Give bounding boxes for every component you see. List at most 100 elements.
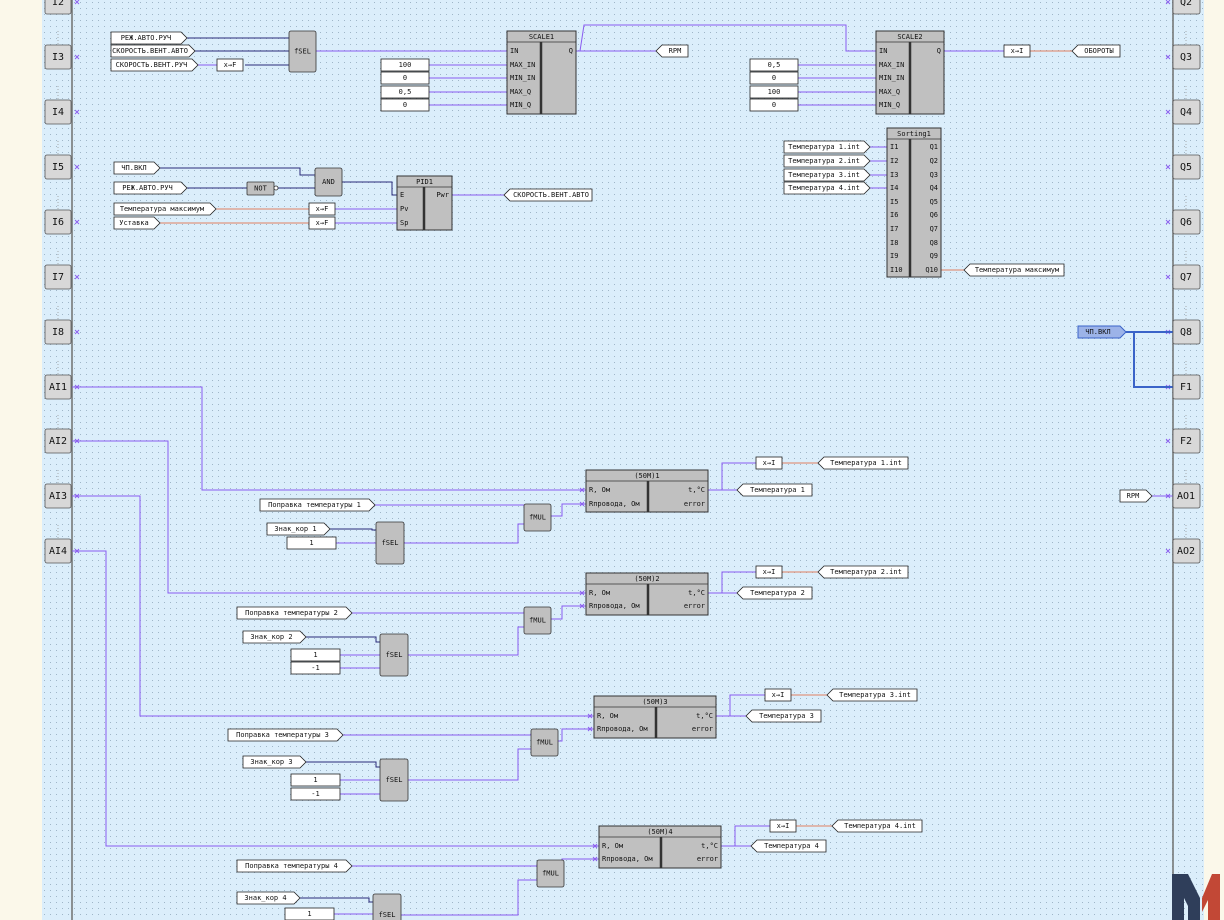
input-port-i7[interactable]: I7 <box>44 251 72 290</box>
flag-temp-int-3[interactable]: Температура 3.int <box>826 688 918 702</box>
flag-skor-vent-ruch[interactable]: СКОРОСТЬ.ВЕНТ.РУЧ <box>110 58 199 72</box>
not-block[interactable]: NOT <box>246 181 275 196</box>
flag-rpm-ao1[interactable]: RPM <box>1119 489 1153 503</box>
scale1-const-0[interactable]: 100 <box>380 58 430 72</box>
fmul-block-2[interactable]: fMUL <box>523 606 552 635</box>
output-port-q7[interactable]: Q7 <box>1172 251 1201 290</box>
flag-rpm[interactable]: RPM <box>655 44 689 58</box>
flag-popravka-1[interactable]: Поправка температуры 1 <box>259 498 376 512</box>
input-port-ai4[interactable]: AI4 <box>44 525 72 564</box>
and-block[interactable]: AND <box>314 167 343 197</box>
wire-fsel-to-fmul-3[interactable] <box>408 748 531 781</box>
fsel-const-3-0[interactable]: 1 <box>290 773 341 787</box>
scale2-const-3[interactable]: 0 <box>749 98 799 112</box>
fsel-const-3-1[interactable]: -1 <box>290 787 341 801</box>
wire-fmul-to-sensor-2[interactable] <box>551 605 586 620</box>
wire-fsel-to-fmul-2[interactable] <box>408 626 524 656</box>
flag-znak-3[interactable]: Знак_кор 3 <box>242 755 307 769</box>
wire-znak-to-fsel-2[interactable] <box>306 636 380 643</box>
output-port-q2[interactable]: Q2 <box>1172 0 1201 15</box>
flag-rezh-avto-ruch-2[interactable]: РЕЖ.АВТО.РУЧ <box>113 181 188 195</box>
fmul-block-4[interactable]: fMUL <box>536 859 565 888</box>
flag-temp-int-4[interactable]: Температура 4.int <box>831 819 923 833</box>
wire-ai-to-sensor-1[interactable] <box>72 386 586 491</box>
conv-xf-tmax[interactable]: x→F <box>308 202 336 216</box>
flag-popravka-2[interactable]: Поправка температуры 2 <box>236 606 353 620</box>
input-port-i8[interactable]: I8 <box>44 306 72 345</box>
flag-oboroty[interactable]: ОБОРОТЫ <box>1071 44 1121 58</box>
input-port-i6[interactable]: I6 <box>44 196 72 235</box>
scale2-const-1[interactable]: 0 <box>749 71 799 85</box>
input-port-i5[interactable]: I5 <box>44 141 72 180</box>
wire-chp-to-f1[interactable] <box>1133 332 1173 388</box>
flag-temp-4[interactable]: Температура 4 <box>750 839 827 853</box>
fsel-block-3[interactable]: fSEL <box>379 758 409 802</box>
flag-sort-in-3[interactable]: Температура 3.int <box>783 168 871 182</box>
wire-scale1-to-scale2[interactable] <box>579 24 876 52</box>
sorting1-block[interactable]: Sorting1I1I2I3I4I5I6I7I8I9I10Q1Q2Q3Q4Q5Q… <box>886 127 942 278</box>
conv-xf-ustavka[interactable]: x→F <box>308 216 336 230</box>
flag-temp-2[interactable]: Температура 2 <box>736 586 813 600</box>
flag-temp-max[interactable]: Температура максимум <box>113 202 217 216</box>
flag-temp-int-1[interactable]: Температура 1.int <box>817 456 909 470</box>
fmul-block-3[interactable]: fMUL <box>530 728 559 757</box>
output-port-q4[interactable]: Q4 <box>1172 86 1201 125</box>
flag-temp-int-2[interactable]: Температура 2.int <box>817 565 909 579</box>
flag-znak-4[interactable]: Знак_кор 4 <box>236 891 301 905</box>
wire-fsel-to-fmul-1[interactable] <box>404 523 524 544</box>
input-port-i3[interactable]: I3 <box>44 31 72 70</box>
wire-znak-to-fsel-4[interactable] <box>300 897 373 903</box>
wire-ai-to-sensor-2[interactable] <box>72 440 586 594</box>
fsel-const-4-0[interactable]: 1 <box>284 907 335 920</box>
wire-fsel-to-fmul-4[interactable] <box>401 879 537 916</box>
output-port-q3[interactable]: Q3 <box>1172 31 1201 70</box>
flag-sort-in-2[interactable]: Температура 2.int <box>783 154 871 168</box>
fsel-block-4[interactable]: fSEL <box>372 893 402 920</box>
fsel-const-1-0[interactable]: 1 <box>286 536 337 550</box>
wire-fmul-to-sensor-3[interactable] <box>558 728 594 742</box>
flag-chp-vkl[interactable]: ЧП.ВКЛ <box>113 161 161 175</box>
flag-ustavka[interactable]: Уставка <box>113 216 161 230</box>
wire-ai-to-sensor-4[interactable] <box>72 550 599 847</box>
wire-znak-to-fsel-1[interactable] <box>330 528 376 531</box>
wire-and-to-pid[interactable] <box>342 181 398 196</box>
output-port-f2[interactable]: F2 <box>1172 415 1201 454</box>
conv-xi-sensor-3[interactable]: x→I <box>764 688 792 702</box>
output-port-ao1[interactable]: AO1 <box>1172 470 1201 509</box>
scale1-const-1[interactable]: 0 <box>380 71 430 85</box>
output-port-f1[interactable]: F1 <box>1172 361 1201 400</box>
input-port-i2[interactable]: I2 <box>44 0 72 15</box>
conv-xi-sensor-1[interactable]: x→I <box>755 456 783 470</box>
flag-sort-in-1[interactable]: Температура 1.int <box>783 140 871 154</box>
flag-znak-1[interactable]: Знак_кор 1 <box>266 522 331 536</box>
fsel-top-block[interactable]: fSEL <box>288 30 317 73</box>
input-port-ai2[interactable]: AI2 <box>44 415 72 454</box>
flag-znak-2[interactable]: Знак_кор 2 <box>242 630 307 644</box>
flag-temp-max-out[interactable]: Температура максимум <box>963 263 1065 277</box>
fsel-const-2-1[interactable]: -1 <box>290 661 341 675</box>
wire-ai-to-sensor-3[interactable] <box>72 495 594 717</box>
input-port-ai3[interactable]: AI3 <box>44 470 72 509</box>
fsel-block-1[interactable]: fSEL <box>375 521 405 565</box>
output-port-ao2[interactable]: AO2 <box>1172 525 1201 564</box>
scale2-const-2[interactable]: 100 <box>749 85 799 99</box>
flag-temp-1[interactable]: Температура 1 <box>736 483 813 497</box>
output-port-q6[interactable]: Q6 <box>1172 196 1201 235</box>
fsel-const-2-0[interactable]: 1 <box>290 648 341 662</box>
flag-popravka-4[interactable]: Поправка температуры 4 <box>236 859 353 873</box>
scale1-const-3[interactable]: 0 <box>380 98 430 112</box>
flag-temp-3[interactable]: Температура 3 <box>745 709 822 723</box>
scale1-const-2[interactable]: 0,5 <box>380 85 430 99</box>
scale2-const-0[interactable]: 0,5 <box>749 58 799 72</box>
wire-chp-to-and[interactable] <box>160 167 316 176</box>
fmul-block-1[interactable]: fMUL <box>523 503 552 532</box>
conv-xi-sensor-2[interactable]: x→I <box>755 565 783 579</box>
wire-fmul-to-sensor-1[interactable] <box>551 503 586 517</box>
